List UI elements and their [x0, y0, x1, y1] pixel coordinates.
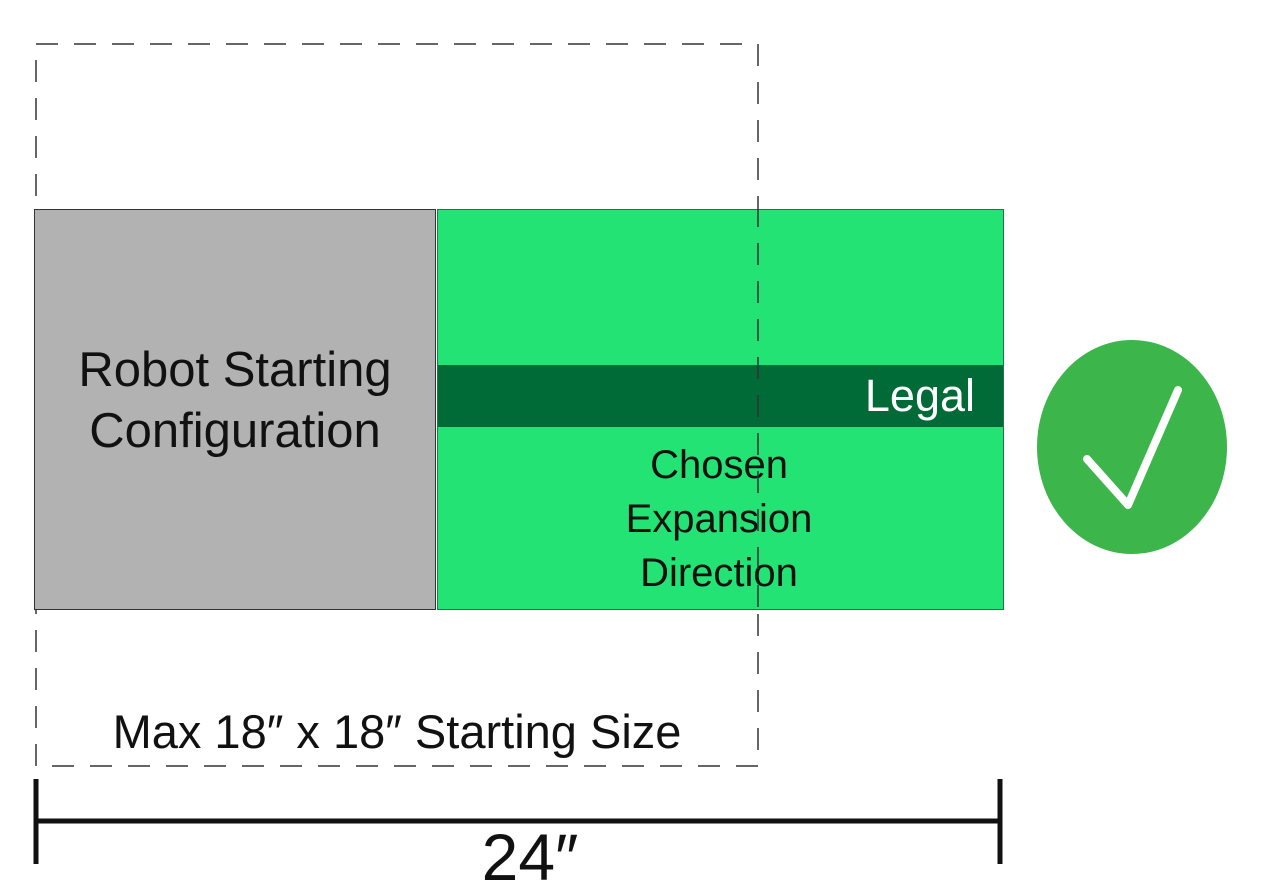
max-size-label: Max 18″ x 18″ Starting Size: [112, 705, 682, 758]
expansion-direction-label: Chosen Expansion Direction: [625, 443, 813, 595]
check-icon: [1083, 386, 1182, 509]
legal-band: [438, 365, 1003, 427]
legal-label: Legal: [864, 370, 975, 421]
robot-starting-box: Robot Starting Configuration: [34, 209, 436, 610]
dimension-line: [33, 779, 1003, 864]
check-circle: [1037, 340, 1227, 554]
dimension-label: 24″: [481, 820, 579, 894]
robot-starting-label: Robot Starting Configuration: [78, 343, 392, 458]
boundary-overlay-line: [757, 209, 759, 610]
